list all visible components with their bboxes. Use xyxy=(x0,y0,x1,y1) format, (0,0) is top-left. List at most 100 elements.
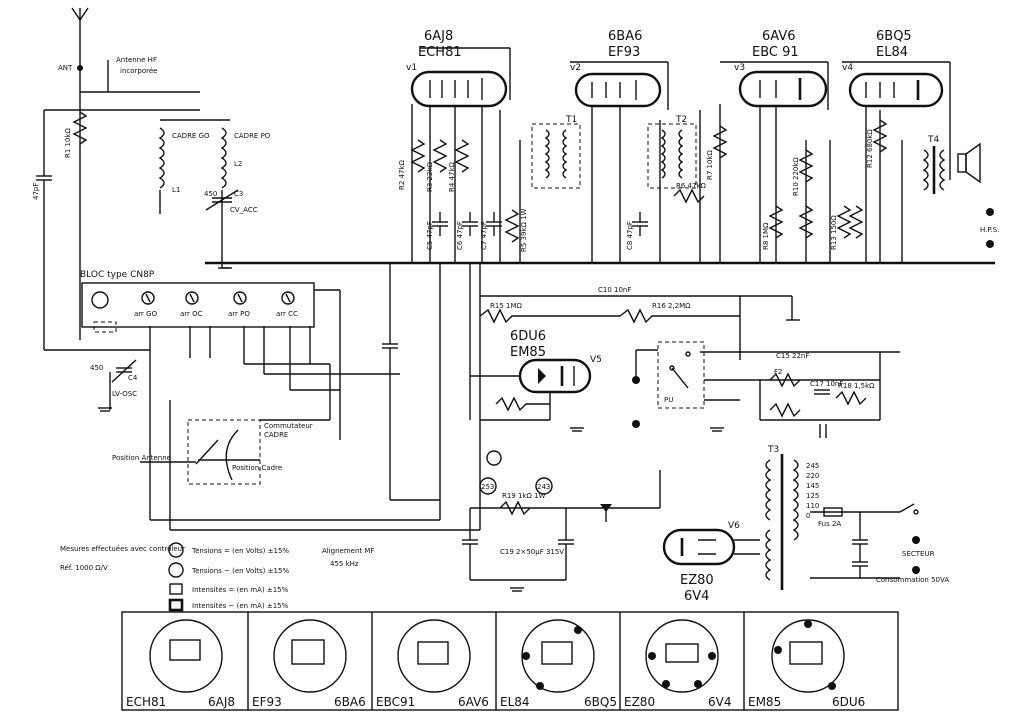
svg-text:H.P.S.: H.P.S. xyxy=(980,226,999,234)
svg-text:T1: T1 xyxy=(565,115,577,125)
svg-text:CADRE PO: CADRE PO xyxy=(234,132,271,140)
consommation-label: Consommation 50VA xyxy=(876,576,949,584)
output-transformer-t4: T4 xyxy=(922,135,946,194)
svg-text:C7 47pF: C7 47pF xyxy=(480,221,488,250)
svg-text:C19 2×50µF 315V: C19 2×50µF 315V xyxy=(500,548,564,556)
incorp-label: incorporée xyxy=(120,67,157,75)
svg-text:R4 47kΩ: R4 47kΩ xyxy=(448,161,456,192)
svg-text:Intensités ~ (en mA) ±15%: Intensités ~ (en mA) ±15% xyxy=(192,602,289,610)
svg-text:R10 220kΩ: R10 220kΩ xyxy=(792,157,800,196)
if-transformer-t2: T2 xyxy=(647,115,697,189)
svg-text:Tensions = (en Volts) ±15%: Tensions = (en Volts) ±15% xyxy=(191,547,289,555)
tube-v2-name: EF93 xyxy=(608,45,640,60)
svg-text:C6 47pF: C6 47pF xyxy=(456,221,464,250)
tube-v2-code: 6BA6 xyxy=(608,29,642,44)
svg-text:220: 220 xyxy=(806,472,819,480)
cadre-po-coil: CADRE PO L2 xyxy=(220,127,271,189)
diode-icon xyxy=(600,504,612,512)
svg-text:arr CC: arr CC xyxy=(276,310,298,318)
capacitor-c9 xyxy=(382,343,398,500)
tube-v1-code: 6AJ8 xyxy=(424,29,453,44)
power-transformer-t3: T3 245 220 145 125 110 0 xyxy=(765,445,819,590)
tube-v1-name: ECH81 xyxy=(418,45,462,60)
tube-v1-id: v1 xyxy=(406,63,417,73)
tube-v4-name: EL84 xyxy=(876,45,908,60)
resistor-r7: R7 10kΩ xyxy=(706,125,728,180)
svg-text:L1: L1 xyxy=(172,186,180,194)
svg-text:Intensités = (en mA) ±15%: Intensités = (en mA) ±15% xyxy=(192,586,289,594)
tube-v1: v1 xyxy=(406,63,508,108)
svg-text:T3: T3 xyxy=(767,445,779,455)
svg-text:LV-OSC: LV-OSC xyxy=(112,390,137,398)
resistor-r1: R1 10kΩ xyxy=(64,111,88,158)
svg-text:245: 245 xyxy=(806,462,819,470)
svg-text:PU: PU xyxy=(664,396,673,404)
svg-text:R3 22kΩ: R3 22kΩ xyxy=(426,161,434,192)
svg-text:arr PO: arr PO xyxy=(228,310,250,318)
tube-v3-id: v3 xyxy=(734,63,745,73)
svg-text:R1 10kΩ: R1 10kΩ xyxy=(64,127,72,158)
variable-capacitor-c3: C3 450 CV_ACC xyxy=(204,189,258,214)
svg-text:CADRE GO: CADRE GO xyxy=(172,132,210,140)
svg-text:R18 1,5kΩ: R18 1,5kΩ xyxy=(838,382,875,390)
capacitor-c8: C8 47pF xyxy=(626,212,648,250)
socket-ez80: EZ80 6V4 xyxy=(624,619,731,709)
resistor-r16: R16 2,2MΩ xyxy=(619,302,740,324)
socket-el84: EL84 6BQ5 xyxy=(500,619,617,709)
resistor-r3: R3 22kΩ xyxy=(426,139,448,192)
pu-switch: PU xyxy=(657,341,705,409)
svg-text:6V4: 6V4 xyxy=(684,589,709,604)
mains-switch xyxy=(899,503,919,515)
svg-text:Mesures effectuées avec contrô: Mesures effectuées avec contrôleur xyxy=(60,545,185,553)
socket-ef93: EF93 6BA6 xyxy=(252,619,366,709)
svg-text:C3: C3 xyxy=(234,190,243,198)
tube-v3: v3 xyxy=(734,63,828,108)
svg-text:R15 1MΩ: R15 1MΩ xyxy=(490,302,522,310)
test-point-s1 xyxy=(486,450,502,466)
svg-text:C17 10nF: C17 10nF xyxy=(810,380,843,388)
svg-text:L2: L2 xyxy=(234,160,242,168)
svg-text:6AJ8: 6AJ8 xyxy=(208,695,235,709)
resistor-r13: R13 150Ω xyxy=(830,205,852,250)
svg-text:C4: C4 xyxy=(128,374,138,382)
svg-text:Position Cadre: Position Cadre xyxy=(232,464,282,472)
mains-plug-1 xyxy=(912,536,920,544)
trimmer-c4: C4 450 LV-OSC xyxy=(90,359,138,398)
filter-caps-c19: C19 2×50µF 315V xyxy=(462,508,574,581)
tone-network: F2 C17 10nF R18 1,5kΩ xyxy=(759,352,881,438)
svg-text:R13 150Ω: R13 150Ω xyxy=(830,215,838,250)
svg-text:EZ80: EZ80 xyxy=(680,573,714,588)
volt-253 xyxy=(479,477,497,495)
resistor-r17 xyxy=(495,396,550,412)
tube-v4-code: 6BQ5 xyxy=(876,29,912,44)
svg-text:F2: F2 xyxy=(774,368,782,376)
svg-text:V5: V5 xyxy=(590,355,602,365)
svg-text:6BA6: 6BA6 xyxy=(334,695,366,709)
rf-block-cn8p: BLOC type CN8P arr GO arr OC arr PO arr … xyxy=(80,270,315,333)
measurement-legend: Mesures effectuées avec contrôleur Réf. … xyxy=(60,542,374,612)
if-transformer-t1: T1 xyxy=(531,115,581,189)
svg-text:450: 450 xyxy=(204,190,217,198)
resistor-r14 xyxy=(848,205,864,239)
resistor-r5: R5 39kΩ 1W xyxy=(504,208,528,252)
resistor-r19: R19 1kΩ 1W xyxy=(499,492,546,516)
svg-text:243: 243 xyxy=(537,483,550,491)
svg-text:C5 47pF: C5 47pF xyxy=(426,221,434,250)
svg-text:110: 110 xyxy=(806,502,819,510)
svg-text:R7 10kΩ: R7 10kΩ xyxy=(706,149,714,180)
socket-ebc91: EBC91 6AV6 xyxy=(376,619,489,709)
svg-text:145: 145 xyxy=(806,482,819,490)
capacitor-c6: C6 47pF xyxy=(456,212,478,250)
resistor-r12: R12 680kΩ xyxy=(866,119,888,168)
svg-text:6DU6: 6DU6 xyxy=(510,329,546,344)
svg-text:C8 47pF: C8 47pF xyxy=(626,221,634,250)
svg-text:6DU6: 6DU6 xyxy=(832,695,865,709)
resistor-r6: R6 47kΩ xyxy=(673,182,707,204)
svg-text:0: 0 xyxy=(806,512,810,520)
svg-text:R6 47kΩ: R6 47kΩ xyxy=(676,182,707,190)
c15-label: C15 22nF xyxy=(776,352,809,360)
svg-text:R16 2,2MΩ: R16 2,2MΩ xyxy=(652,302,691,310)
svg-text:455 kHz: 455 kHz xyxy=(330,560,359,568)
